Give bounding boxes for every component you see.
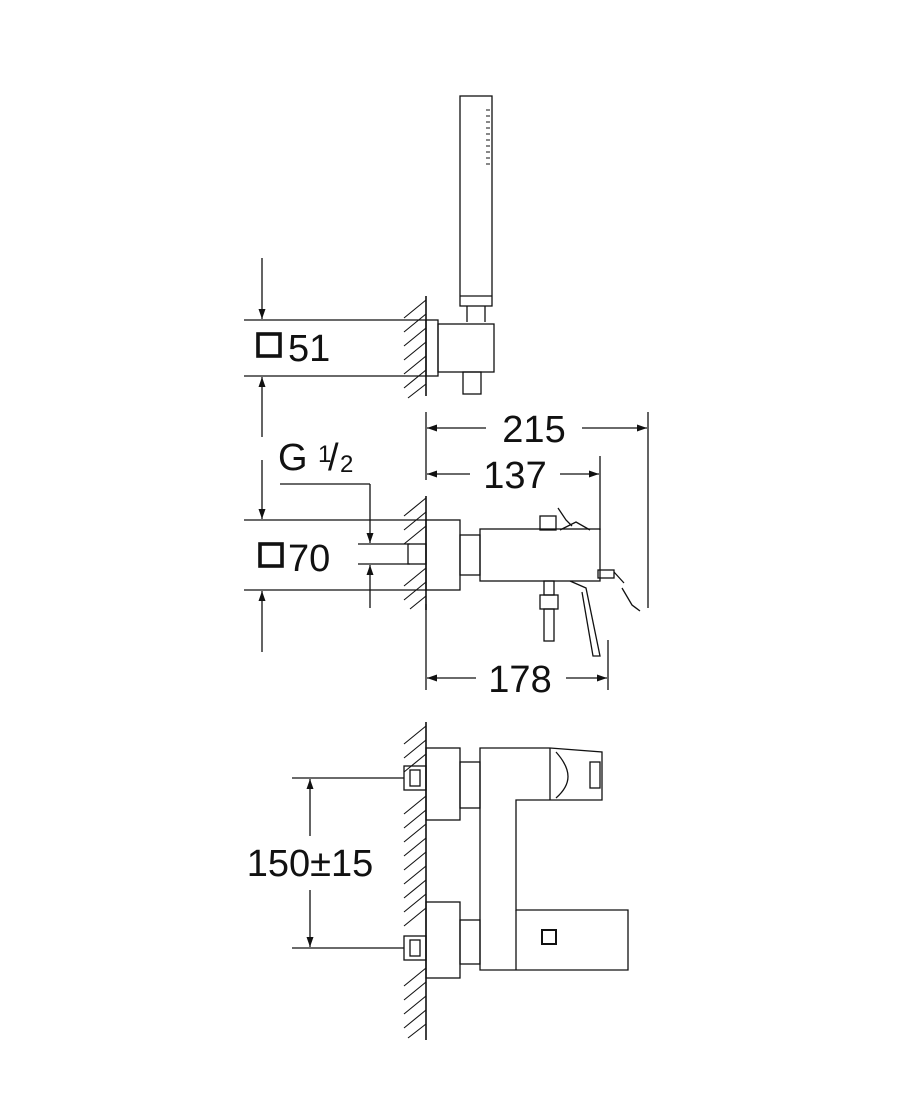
dimension-215: 215 (425, 409, 649, 608)
square-icon (256, 332, 282, 358)
thread-denominator: 2 (340, 451, 353, 478)
hand-shower-side-view (459, 95, 493, 322)
wall-hatching-mid (403, 496, 427, 610)
wall-holder (425, 319, 495, 395)
dimension-51: 51 (244, 258, 426, 437)
dim-150-label: 150±15 (247, 843, 374, 885)
dim-51-label: 51 (288, 328, 330, 370)
thread-g-label: G (278, 437, 308, 479)
wall-hatching-top (403, 296, 427, 399)
thread-slash: / (328, 437, 339, 479)
dim-215-label: 215 (502, 409, 565, 451)
dim-70-label: 70 (288, 538, 330, 580)
dimension-70: 70 (244, 460, 426, 652)
thread-numerator: 1 (318, 441, 331, 468)
dimension-150: 150±15 (247, 777, 404, 949)
mixer-top-body (403, 747, 629, 979)
dimension-g-half: G 1 / 2 (278, 437, 410, 608)
dim-178-label: 178 (488, 659, 551, 701)
mixer-side-body (407, 507, 641, 657)
square-icon (541, 929, 557, 945)
square-icon (258, 542, 284, 568)
dimension-137: 137 (427, 455, 601, 530)
dim-137-label: 137 (483, 455, 546, 497)
dimension-178: 178 (425, 604, 609, 701)
